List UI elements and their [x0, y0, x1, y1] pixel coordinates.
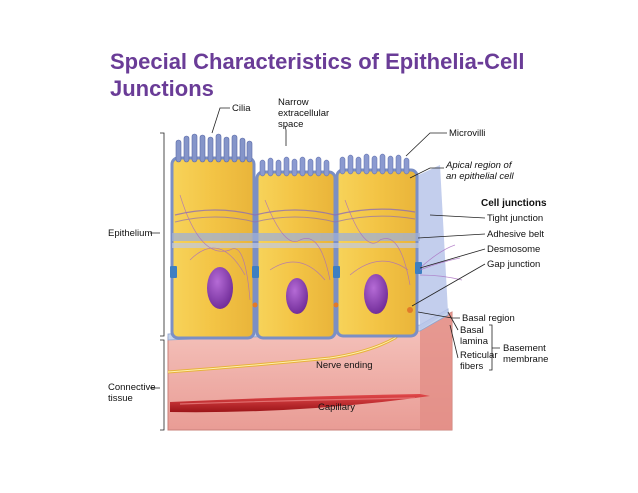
slide-title-line-2: Junctions — [110, 76, 214, 101]
label-microvilli: Microvilli — [449, 128, 486, 139]
label-basal-lamina-line-1: Basal — [460, 325, 484, 336]
gap-junctions — [252, 302, 413, 313]
cilia — [175, 133, 253, 163]
nucleus-2 — [286, 278, 308, 314]
label-cilia: Cilia — [232, 103, 251, 114]
label-reticular-line-1: Reticular — [460, 350, 498, 361]
label-connective-line-1: Connective — [108, 382, 156, 393]
epithelial-cell-2 — [255, 170, 337, 340]
label-adhesive-belt: Adhesive belt — [487, 229, 545, 240]
label-basement-line-2: membrane — [503, 354, 549, 365]
label-reticular-fibers: Reticular fibers — [460, 350, 498, 372]
label-nerve-ending: Nerve ending — [316, 360, 373, 371]
label-epithelium: Epithelium — [108, 228, 153, 239]
label-connective-tissue: Connective tissue — [108, 382, 156, 404]
epithelial-cell-3 — [335, 168, 419, 338]
slide-title: Special Characteristics of Epithelia-Cel… — [110, 48, 570, 102]
desmosomes — [170, 262, 422, 278]
label-basal-lamina-line-2: lamina — [460, 336, 488, 347]
slide-title-line-1: Special Characteristics of Epithelia-Cel… — [110, 49, 525, 74]
junction-band — [172, 208, 420, 248]
label-apical-region: Apical region of an epithelial cell — [446, 160, 514, 182]
nucleus-3 — [364, 274, 388, 314]
leader-lines — [150, 107, 500, 431]
label-cell-junctions: Cell junctions — [481, 198, 547, 209]
label-desmosome: Desmosome — [487, 244, 541, 255]
label-capillary: Capillary — [318, 402, 355, 413]
label-narrow-line-3: space — [278, 119, 304, 130]
label-basement-line-1: Basement — [503, 343, 546, 354]
label-basement-membrane: Basement membrane — [503, 343, 548, 365]
label-connective-line-2: tissue — [108, 393, 133, 404]
microvilli — [259, 153, 410, 177]
label-reticular-line-2: fibers — [460, 361, 484, 372]
nucleus-1 — [207, 267, 233, 309]
label-tight-junction: Tight junction — [487, 213, 544, 224]
label-apical-line-1: Apical region of — [446, 160, 512, 171]
label-narrow-line-1: Narrow — [278, 97, 309, 108]
label-narrow-line-2: extracellular — [278, 108, 330, 119]
label-basal-lamina: Basal lamina — [460, 325, 488, 347]
label-basal-region: Basal region — [462, 313, 515, 324]
label-narrow-extracellular-space: Narrow extracellular space — [278, 97, 329, 130]
label-gap-junction: Gap junction — [487, 259, 541, 270]
label-apical-line-2: an epithelial cell — [446, 171, 514, 182]
